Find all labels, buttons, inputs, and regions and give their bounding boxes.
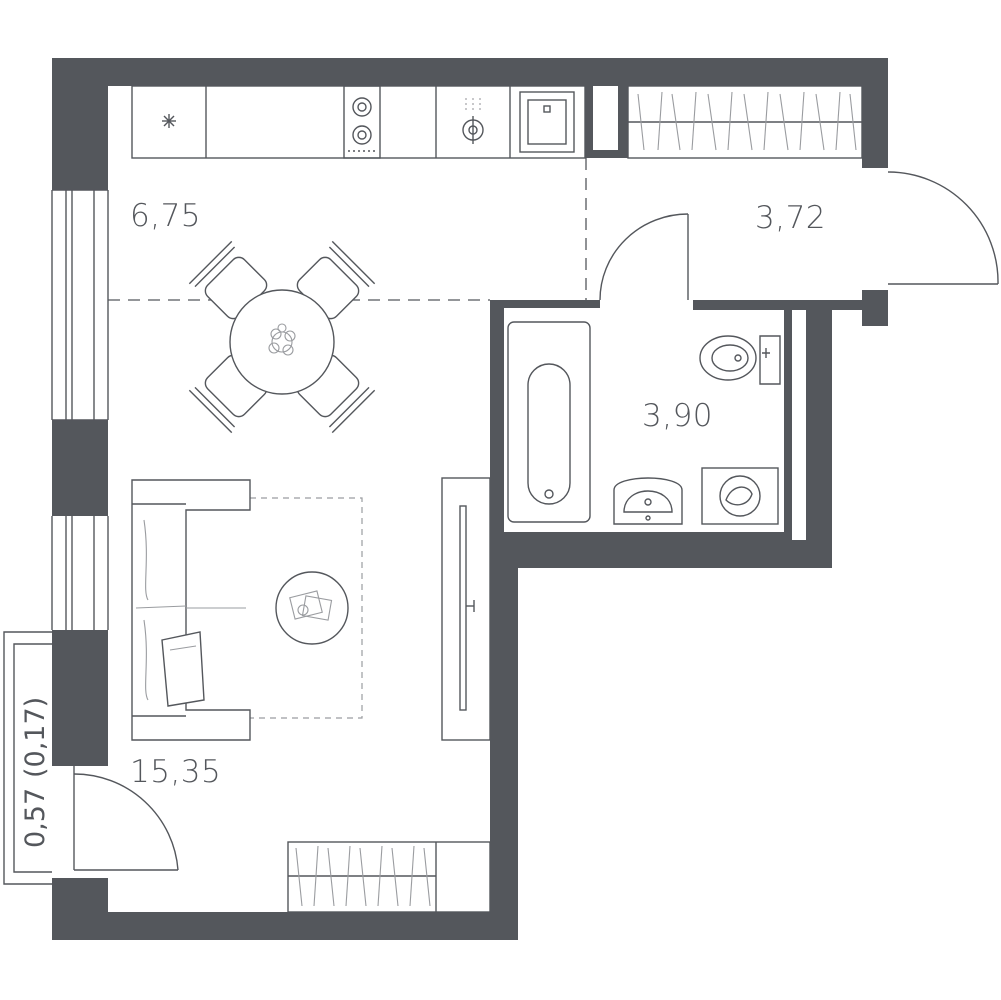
washing-machine (701, 467, 779, 525)
flower-vase-icon (268, 323, 296, 356)
window-upper (51, 189, 109, 421)
sofa (131, 479, 251, 741)
cooktop-icon (343, 85, 381, 159)
fridge-icon (162, 114, 176, 128)
kitchen-sink-icon (519, 91, 575, 153)
kitchen-area-label: 6,75 (130, 198, 201, 234)
living-wardrobe (287, 841, 491, 913)
bathroom-door[interactable] (599, 213, 689, 301)
window-lower (51, 516, 109, 630)
balcony (3, 631, 52, 885)
balcony-area-label: 0,57 (20, 788, 51, 848)
bathroom-area-label: 3,90 (642, 398, 713, 434)
balcony-label-group: 0,57 (0,17) (20, 697, 51, 848)
tv-unit (441, 477, 491, 741)
entrance-door[interactable] (887, 171, 999, 285)
living-area-label: 15,35 (130, 754, 221, 790)
kitchen-counter (131, 85, 586, 159)
hall-area-label: 3,72 (755, 200, 826, 236)
balcony-door[interactable] (73, 766, 179, 871)
walls (52, 58, 888, 940)
coffee-table (275, 571, 349, 645)
balcony-reduced-area-label: (0,17) (20, 697, 51, 778)
hall-wardrobe (627, 85, 863, 159)
bathtub (507, 321, 591, 523)
washbasin (613, 477, 683, 525)
toilet (699, 335, 781, 385)
dining-table (229, 289, 335, 395)
dining-set (188, 240, 376, 434)
faucet-icon (462, 98, 484, 144)
